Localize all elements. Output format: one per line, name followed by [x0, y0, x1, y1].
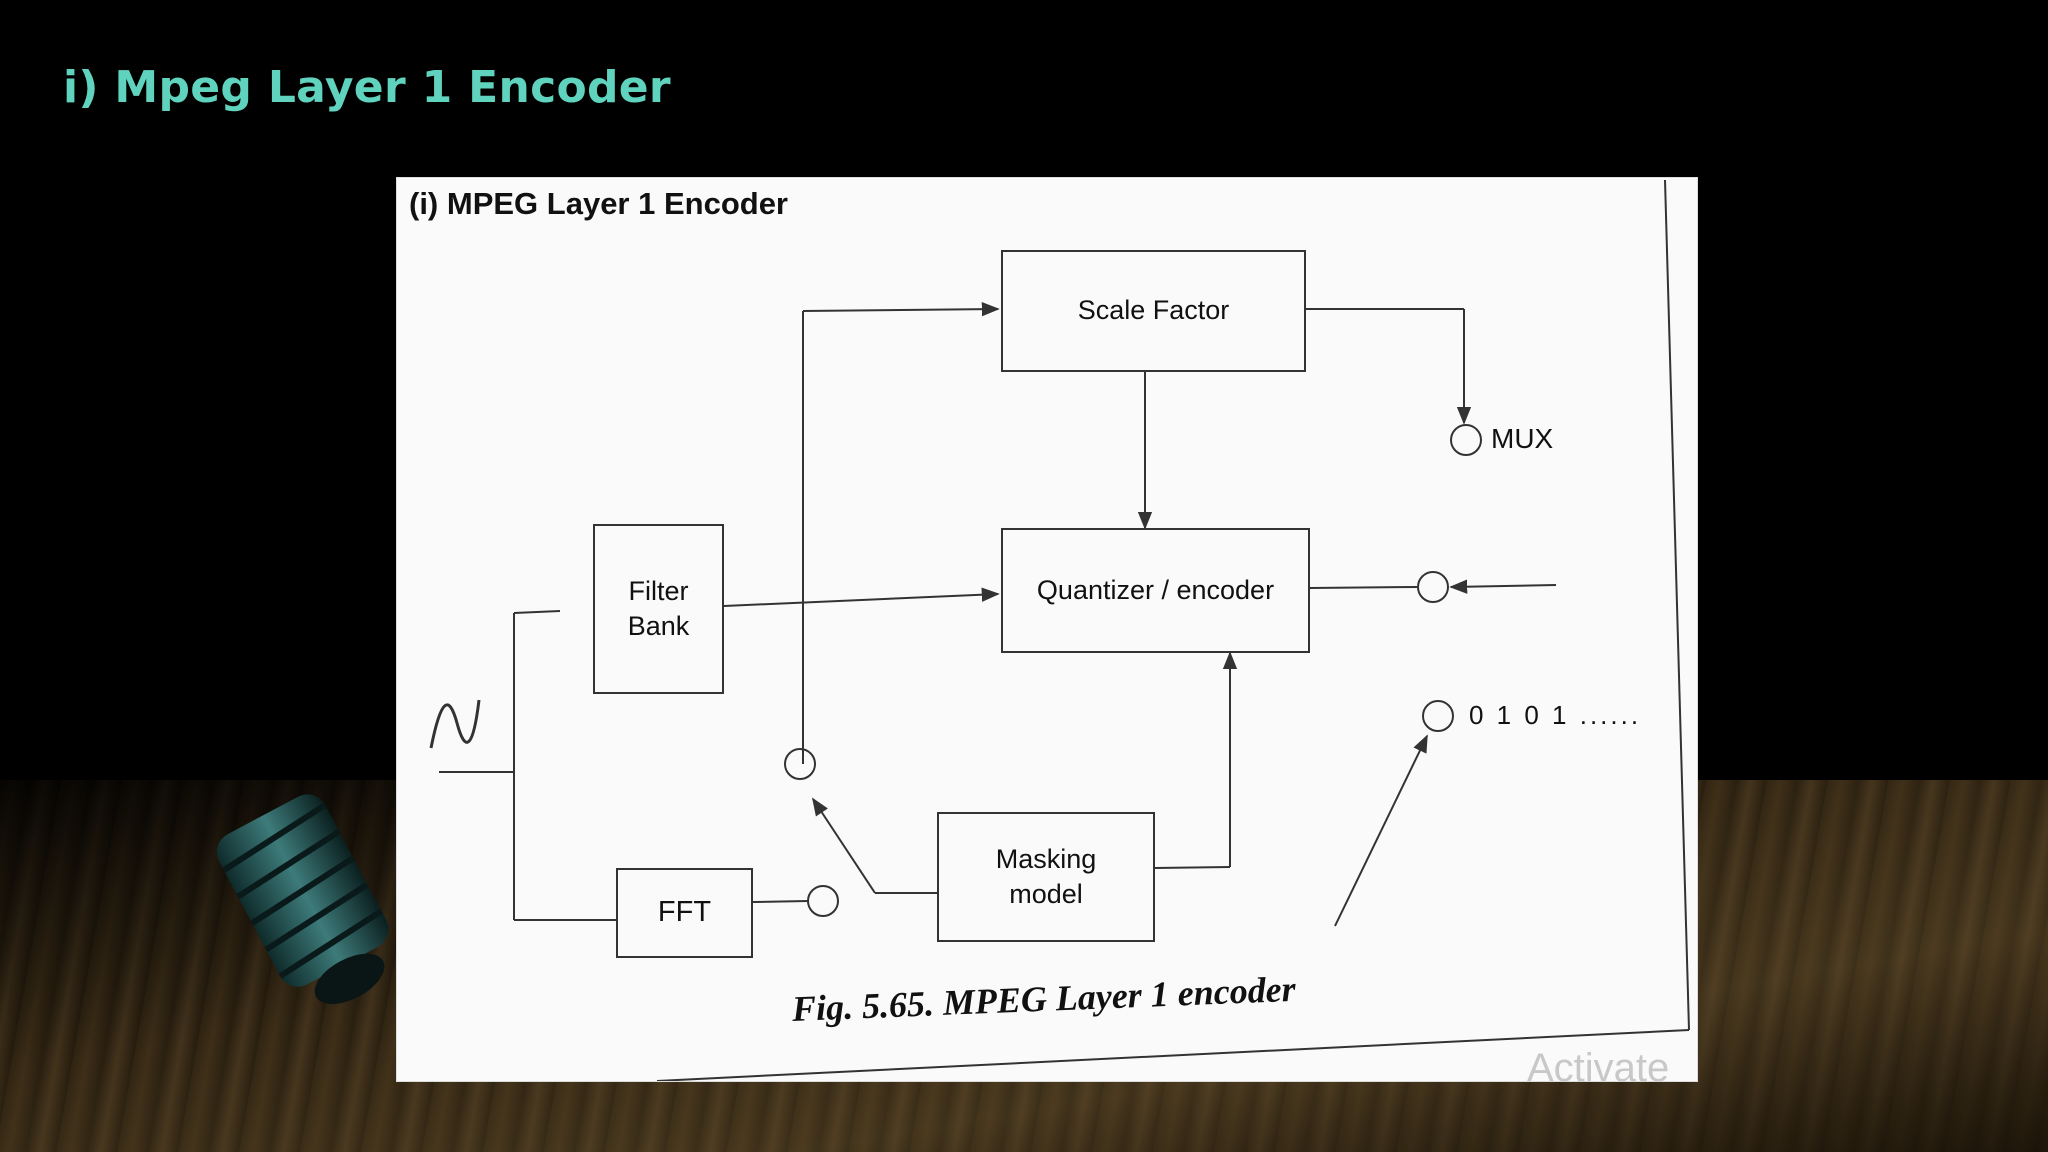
bitstream-label: 0 1 0 1 ...... [1469, 700, 1642, 730]
filter-bank-label: Filter Bank [627, 575, 690, 641]
scale-factor-block: Scale Factor [1001, 250, 1306, 372]
slide-title: i) Mpeg Layer 1 Encoder [63, 62, 671, 113]
fft-label: FFT [657, 896, 712, 929]
to-filter-bank-line [513, 610, 561, 614]
bitstream-arrow [1334, 734, 1428, 927]
quantizer-out-line [1309, 586, 1418, 589]
output-arrow [1449, 579, 1557, 594]
diagram-connectors [429, 179, 1690, 1081]
mux-node-circle [1450, 424, 1482, 456]
fft-block: FFT [616, 868, 753, 958]
to-scale-factor-arrow [802, 301, 1000, 317]
page-bottom-line [656, 1029, 1690, 1081]
fft-out-line [752, 900, 809, 903]
bitstream-node-circle [1422, 700, 1454, 732]
figure-heading: (i) MPEG Layer 1 Encoder [409, 186, 788, 221]
encoder-figure: (i) MPEG Layer 1 Encoder Scale Factor Fi… [397, 178, 1697, 1090]
switch-node-circle [784, 748, 816, 780]
activate-watermark: Activate [1527, 1046, 1670, 1090]
masking-to-switch-arrow [812, 797, 876, 894]
sine-wave-icon [429, 699, 481, 749]
masking-model-label: Masking model [995, 843, 1097, 909]
output-node-circle [1417, 571, 1449, 603]
page-border-line [1664, 179, 1690, 1031]
quantizer-block: Quantizer / encoder [1001, 528, 1310, 653]
filter-to-quantizer-arrow [723, 587, 1000, 607]
quantizer-label: Quantizer / encoder [1036, 574, 1275, 605]
filter-bank-block: Filter Bank [593, 524, 724, 694]
fft-node-circle [807, 885, 839, 917]
scale-factor-label: Scale Factor [1077, 295, 1230, 326]
masking-model-block: Masking model [937, 812, 1155, 942]
mux-label: MUX [1491, 423, 1554, 454]
masking-right-line [1154, 866, 1231, 869]
light-bulb-image [216, 794, 389, 1004]
